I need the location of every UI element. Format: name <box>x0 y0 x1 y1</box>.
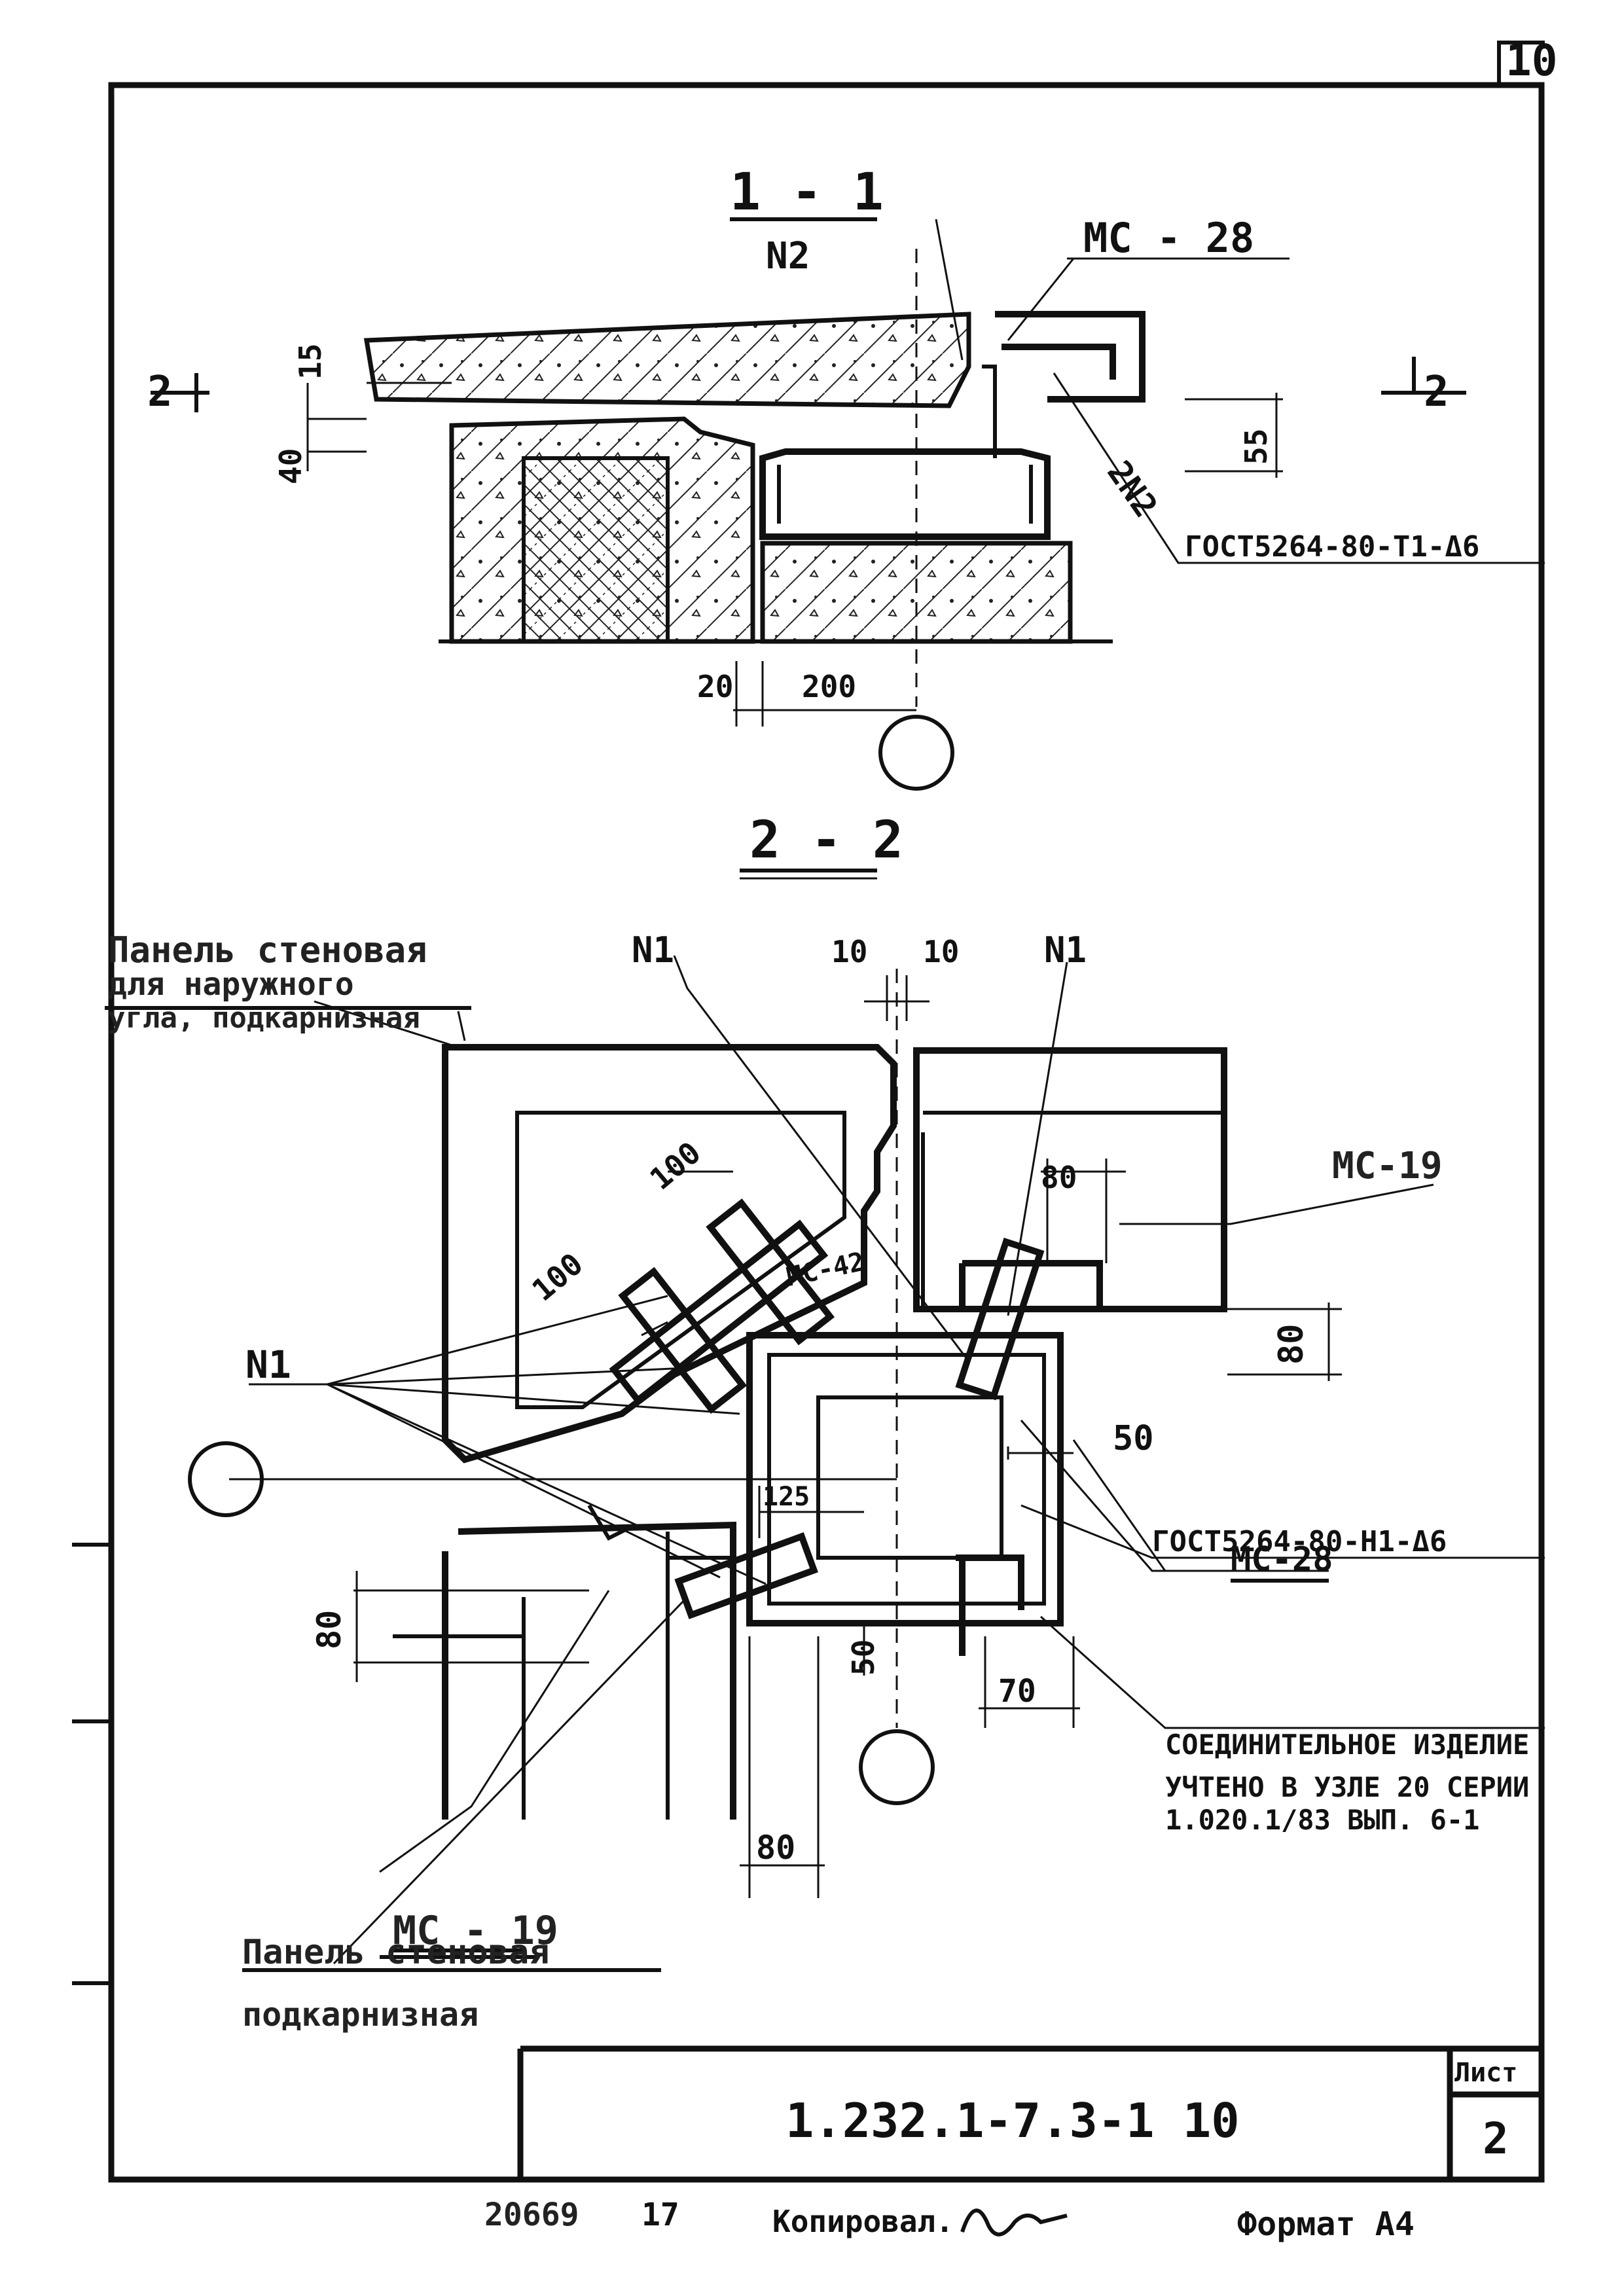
panel-bottom-label-1: Панель стеновая <box>242 1933 550 1972</box>
panel-top-label-2: для наружного <box>108 966 354 1003</box>
gost-top: ГОСТ5264-80-Т1-Δ6 <box>1185 530 1479 564</box>
dim-15: 15 <box>293 344 328 380</box>
weld-2n2: 2N2 <box>1100 454 1164 524</box>
panel-top-label-1: Панель стеновая <box>108 929 427 971</box>
dim-80-left: 80 <box>310 1610 348 1649</box>
section-1-1-title: 1 - 1 <box>730 163 884 222</box>
copied-label: Копировал. <box>772 2204 954 2239</box>
dim-100-b: 100 <box>525 1246 589 1308</box>
section-1-1-drawing <box>151 217 1545 880</box>
dim-80-top: 80 <box>1041 1160 1077 1195</box>
mc28-bottom-label: МС-28 <box>1231 1540 1333 1579</box>
level-mark-2-left: 2 <box>147 368 173 416</box>
section-2-2-title: 2 - 2 <box>749 811 903 870</box>
dim-10-a: 10 <box>831 934 867 969</box>
dim-70: 70 <box>998 1673 1036 1710</box>
n1-label-left: N1 <box>245 1342 291 1387</box>
dim-20: 20 <box>697 669 733 704</box>
n1-label-b: N1 <box>1044 929 1087 971</box>
dim-50-bottom: 50 <box>846 1640 881 1676</box>
dim-40: 40 <box>273 448 308 484</box>
signature-mark <box>960 2208 1068 2236</box>
sheet-code: 1.232.1-7.3-1 10 <box>785 2093 1240 2148</box>
section-1-1-n2: N2 <box>766 235 810 278</box>
level-mark-2-right: 2 <box>1424 368 1449 416</box>
sheet-corner-number: 10 <box>1506 35 1557 86</box>
sheet-list-label: Лист <box>1454 2058 1517 2088</box>
dim-55: 55 <box>1238 429 1274 465</box>
dim-10-b: 10 <box>923 934 959 969</box>
dim-125: 125 <box>763 1482 810 1512</box>
bottom-num: 17 <box>641 2197 679 2233</box>
sheet-frame <box>72 41 1545 2183</box>
connector-note-2: 1.020.1/83 ВЫП. 6-1 <box>1165 1804 1479 1836</box>
format-label: Формат А4 <box>1237 2205 1415 2243</box>
sheet-list-number: 2 <box>1483 2113 1509 2164</box>
gost-bottom: ГОСТ5264-80-Н1-Δ6 <box>1152 1525 1447 1558</box>
dim-200: 200 <box>802 669 856 704</box>
title-block <box>517 2045 1542 2180</box>
dim-50-right: 50 <box>1113 1419 1154 1458</box>
dim-80-right: 80 <box>1272 1323 1311 1365</box>
mc19-top-label: МС-19 <box>1332 1145 1443 1187</box>
panel-bottom-label-2: подкарнизная <box>242 1996 478 2034</box>
panel-top-label-3: угла, подкарнизная <box>108 1001 420 1035</box>
connector-label: СОЕДИНИТЕЛЬНОЕ ИЗДЕЛИЕ <box>1165 1729 1529 1761</box>
mc28-top-label: МС - 28 <box>1083 214 1254 262</box>
dim-100-a: 100 <box>643 1135 707 1197</box>
n1-label-a: N1 <box>632 929 674 971</box>
dim-80-bottom: 80 <box>756 1829 795 1867</box>
bottom-code: 20669 <box>484 2197 579 2233</box>
section-2-2-drawing <box>105 955 1545 1972</box>
mc19-bottom-label: МС - 19 <box>393 1908 558 1954</box>
connector-note-1: УЧТЕНО В УЗЛЕ 20 СЕРИИ <box>1165 1771 1529 1803</box>
